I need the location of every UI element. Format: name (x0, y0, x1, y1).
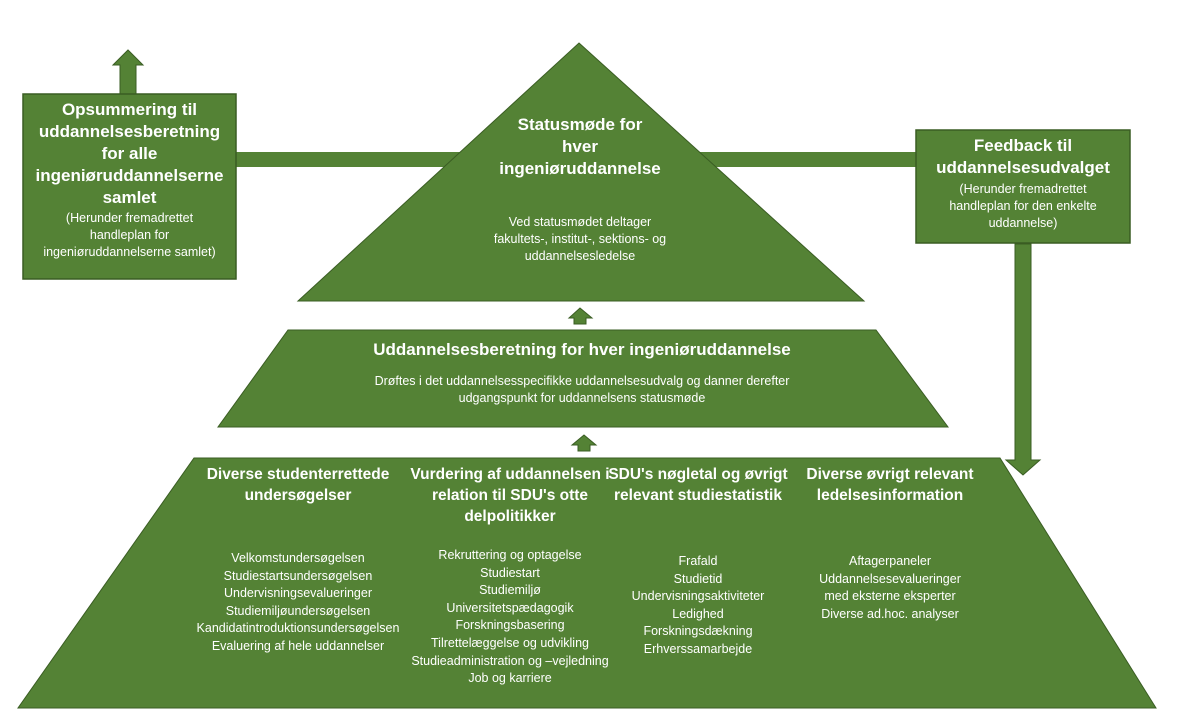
top-sub-line-2: fakultets-, institut-, sektions- og (493, 232, 667, 246)
list-item: Studiestartsundersøgelsen (223, 568, 373, 583)
list-item: Tilrettelæggelse og udvikling (431, 635, 589, 650)
right-box-subtitle: (Herunder fremadrettet handleplan for de… (918, 181, 1128, 232)
list-item: Undervisningsevalueringer (224, 586, 372, 601)
list-item: Studieadministration og –vejledning (411, 653, 609, 668)
list-item: Frafald (678, 554, 718, 568)
list-item: Universitetspædagogik (446, 600, 574, 615)
arrow-up-mid-1 (567, 307, 594, 325)
list-item: Velkomstundersøgelsen (231, 551, 365, 565)
left-title-line-1: Opsummering til (61, 100, 198, 119)
left-title-line-3: for alle (101, 144, 158, 163)
arrow-up-left (111, 49, 145, 95)
list-item: Undervisningsaktiviteter (631, 589, 765, 604)
list-item: Studiemiljø (479, 583, 541, 598)
list-item: med eksterne eksperter (824, 589, 956, 604)
left-title-line-4: ingeniøruddannelserne (35, 166, 224, 185)
column-3-title-line-2: relevant studiestatistik (614, 487, 782, 504)
list-item: Kandidatintroduktionsundersøgelsen (196, 621, 400, 636)
left-title-line-5: samlet (102, 188, 157, 207)
column-1-title-line-1: Diverse studenterrettede (206, 466, 390, 483)
middle-level-title: Uddannelsesberetning for hver ingeniørud… (373, 340, 791, 359)
column-4-title-line-1: Diverse øvrigt relevant (806, 466, 974, 483)
list-item: Studiemiljøundersøgelsen (225, 603, 371, 618)
top-sub-line-1: Ved statusmødet deltager (508, 215, 652, 229)
right-box-text: Feedback til uddannelsesudvalget (Herund… (918, 135, 1128, 232)
column-2-list: Rekruttering og optagelse Studiestart St… (397, 547, 623, 688)
bottom-trapezoid (17, 457, 1157, 709)
left-title-line-2: uddannelsesberetning (38, 122, 221, 141)
left-box-text: Opsummering til uddannelsesberetning for… (25, 99, 234, 261)
right-sub-line-3: uddannelse) (988, 216, 1058, 230)
middle-sub-line-1: Drøftes i det uddannelsesspecifikke udda… (374, 374, 790, 388)
bottom-column-3: SDU's nøgletal og øvrigt relevant studie… (598, 464, 798, 659)
right-sub-line-2: handleplan for den enkelte (949, 199, 1097, 213)
list-item: Job og karriere (468, 671, 552, 686)
middle-level-subtitle: Drøftes i det uddannelsesspecifikke udda… (283, 373, 881, 407)
top-triangle-text: Statusmøde for hver ingeniøruddannelse V… (460, 114, 700, 265)
middle-level-text: Uddannelsesberetning for hver ingeniørud… (283, 339, 881, 407)
top-triangle-title: Statusmøde for hver ingeniøruddannelse (460, 114, 700, 180)
column-2-title-line-1: Vurdering af uddannelsen i (410, 466, 610, 483)
list-item: Aftagerpaneler (848, 554, 931, 568)
column-1-list: Velkomstundersøgelsen Studiestartsunders… (188, 550, 408, 656)
list-item: Diverse ad.hoc. analyser (821, 606, 959, 621)
arrow-down-right (1004, 243, 1042, 476)
top-title-line-1: Statusmøde for (517, 115, 643, 134)
list-item: Uddannelsesevalueringer (819, 571, 961, 586)
column-4-title-line-2: ledelsesinformation (816, 487, 964, 504)
left-box-subtitle: (Herunder fremadrettet handleplan for in… (25, 210, 234, 261)
column-2-title-line-3: delpolitikker (464, 508, 556, 525)
list-item: Studiestart (480, 565, 540, 580)
left-sub-line-1: (Herunder fremadrettet (65, 211, 194, 225)
left-box (22, 93, 237, 280)
column-4-title: Diverse øvrigt relevant ledelsesinformat… (785, 464, 995, 506)
bottom-column-2: Vurdering af uddannelsen i relation til … (397, 464, 623, 688)
column-3-list: Frafald Studietid Undervisningsaktivitet… (598, 553, 798, 659)
top-triangle-subtitle: Ved statusmødet deltager fakultets-, ins… (460, 214, 700, 265)
bottom-column-1: Diverse studenterrettede undersøgelser V… (188, 464, 408, 656)
left-box-title: Opsummering til uddannelsesberetning for… (25, 99, 234, 209)
column-1-title: Diverse studenterrettede undersøgelser (188, 464, 408, 506)
right-title-line-2: uddannelsesudvalget (936, 158, 1110, 177)
bottom-column-4: Diverse øvrigt relevant ledelsesinformat… (785, 464, 995, 623)
right-box (915, 129, 1131, 244)
right-title-line-1: Feedback til (973, 136, 1073, 155)
right-box-title: Feedback til uddannelsesudvalget (918, 135, 1128, 179)
list-item: Forskningsbasering (455, 618, 565, 633)
list-item: Erhverssamarbejde (643, 641, 753, 656)
list-item: Studietid (673, 571, 723, 586)
column-2-title: Vurdering af uddannelsen i relation til … (397, 464, 623, 527)
list-item: Rekruttering og optagelse (438, 548, 582, 562)
top-title-line-2: hver (562, 137, 598, 156)
top-title-line-3: ingeniøruddannelse (499, 159, 661, 178)
middle-sub-line-2: udgangspunkt for uddannelsens statusmøde (458, 391, 706, 405)
left-sub-line-2: handleplan for (89, 228, 170, 242)
top-triangle (296, 42, 866, 302)
top-sub-line-3: uddannelsesledelse (524, 249, 636, 263)
column-3-title-line-1: SDU's nøgletal og øvrigt (608, 466, 788, 483)
column-3-title: SDU's nøgletal og øvrigt relevant studie… (598, 464, 798, 506)
middle-trapezoid (217, 329, 949, 428)
arrow-up-mid-2 (570, 434, 598, 452)
list-item: Evaluering af hele uddannelser (211, 638, 385, 653)
column-1-title-line-2: undersøgelser (244, 487, 352, 504)
list-item: Ledighed (672, 606, 724, 621)
list-item: Forskningsdækning (643, 624, 753, 639)
right-sub-line-1: (Herunder fremadrettet (959, 182, 1087, 196)
column-2-title-line-2: relation til SDU's otte (431, 487, 589, 504)
column-4-list: Aftagerpaneler Uddannelsesevalueringer m… (785, 553, 995, 623)
left-sub-line-3: ingeniøruddannelserne samlet) (43, 245, 216, 259)
